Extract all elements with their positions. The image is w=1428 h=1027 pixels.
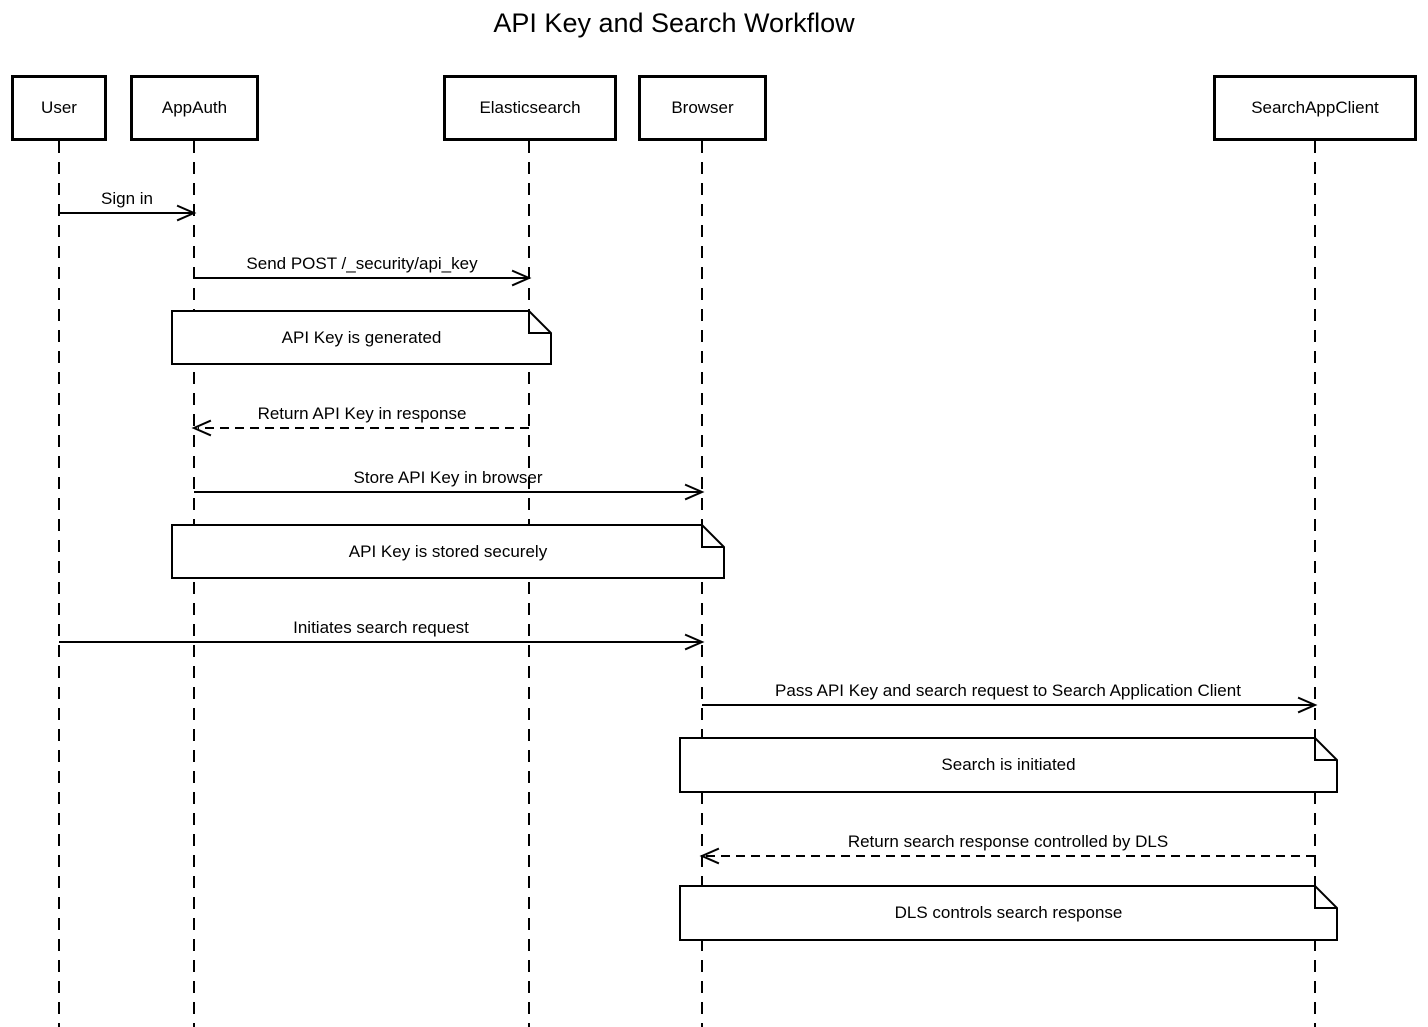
message-label-return-search-response: Return search response controlled by DLS [847, 832, 1169, 851]
note-shape-dls-controls [679, 885, 1338, 941]
note-label-api-key-stored: API Key is stored securely [348, 541, 548, 561]
message-label-sign-in: Sign in [101, 189, 153, 208]
message-arrow-return-search-response [699, 847, 1315, 865]
note-fold-icon [1314, 886, 1337, 909]
note-label-api-key-generated: API Key is generated [281, 327, 442, 347]
note-shape-search-initiated [679, 737, 1338, 793]
message-label-pass-api-key: Pass API Key and search request to Searc… [775, 681, 1241, 700]
message-label-store-api-key: Store API Key in browser [353, 468, 543, 487]
arrowhead-left-icon [699, 847, 720, 865]
participant-label: SearchAppClient [1251, 98, 1379, 117]
note-label-dls-controls: DLS controls search response [894, 903, 1123, 922]
message-label-send-post: Send POST /_security/api_key [246, 254, 478, 273]
message-arrow-pass-api-key [702, 696, 1318, 714]
message-arrow-send-post [194, 269, 532, 287]
participant-label: User [41, 98, 77, 117]
note-shape-api-key-generated [171, 310, 552, 365]
message-arrow-store-api-key [194, 483, 705, 501]
diagram-title: API Key and Search Workflow [493, 8, 855, 38]
note-fold-icon [528, 311, 551, 334]
participant-label: Browser [671, 98, 734, 117]
message-label-initiates-search: Initiates search request [293, 618, 469, 637]
participant-elasticsearch: Elasticsearch [443, 75, 617, 141]
note-fold-icon [701, 525, 724, 548]
arrowhead-right-icon [176, 204, 197, 222]
participant-label: Elasticsearch [479, 98, 581, 117]
message-label-return-api-key: Return API Key in response [257, 404, 467, 423]
arrowhead-right-icon [511, 269, 532, 287]
participant-user: User [11, 75, 107, 141]
participant-label: AppAuth [161, 98, 228, 117]
note-fold-icon [1314, 738, 1337, 761]
message-arrow-initiates-search [59, 633, 705, 651]
participant-browser: Browser [638, 75, 767, 141]
participant-searchappclient: SearchAppClient [1213, 75, 1417, 141]
arrowhead-right-icon [1297, 696, 1318, 714]
note-shape-api-key-stored [171, 524, 725, 579]
arrowhead-right-icon [684, 633, 705, 651]
arrowhead-right-icon [684, 483, 705, 501]
note-label-search-initiated: Search is initiated [941, 755, 1076, 774]
participant-appauth: AppAuth [130, 75, 259, 141]
message-arrow-return-api-key [191, 419, 529, 437]
message-arrow-sign-in [59, 204, 197, 222]
arrowhead-left-icon [191, 419, 212, 437]
